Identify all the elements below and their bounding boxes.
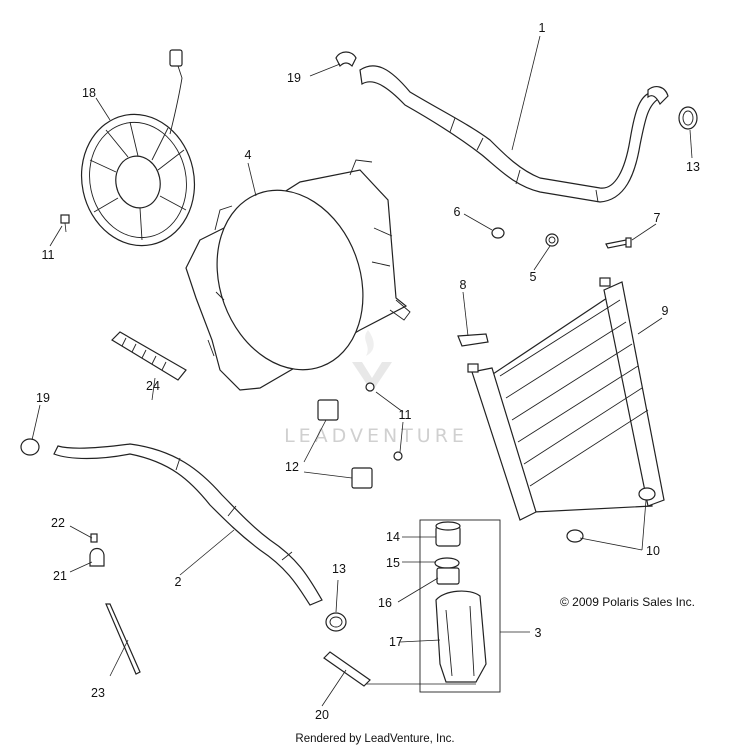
clip-21 (89, 547, 105, 567)
watermark-logo (352, 330, 392, 392)
callout-5: 5 (530, 270, 537, 284)
hose-clamp-top (647, 86, 698, 130)
reservoir-group-box (419, 519, 501, 693)
seal-15 (434, 557, 460, 569)
callout-18: 18 (82, 86, 96, 100)
grommet-6 (491, 227, 505, 239)
bolt-11-left (60, 214, 70, 233)
callout-3: 3 (535, 626, 542, 640)
screw-22 (90, 533, 98, 543)
bolt-7 (605, 237, 632, 249)
grommet-10 (566, 487, 656, 543)
callout-17: 17 (389, 635, 403, 649)
callout-11-left: 11 (42, 248, 55, 262)
reservoir-bottle-17 (435, 590, 487, 683)
cable-tie-23 (105, 603, 141, 675)
callout-9: 9 (662, 304, 669, 318)
fan-shroud (185, 159, 411, 391)
callout-20: 20 (315, 708, 329, 722)
mount-12 (317, 399, 373, 489)
callout-22: 22 (51, 516, 65, 530)
callout-11-right: 11 (399, 408, 412, 422)
hose-20 (323, 651, 371, 687)
callout-6: 6 (454, 205, 461, 219)
callout-14: 14 (386, 530, 400, 544)
callout-4: 4 (245, 148, 252, 162)
callout-15: 15 (386, 556, 400, 570)
cooling-fan (80, 49, 196, 247)
footer-credit: Rendered by LeadVenture, Inc. (295, 733, 454, 745)
watermark-text: LEADVENTURE (284, 425, 468, 447)
callout-24: 24 (146, 379, 160, 393)
lower-hose (53, 443, 323, 606)
hose-clamp-19-left (20, 438, 40, 456)
callout-13-top: 13 (686, 160, 700, 174)
callout-10: 10 (646, 544, 660, 558)
hose-clamp-13-lower (325, 612, 347, 632)
foam-tube (111, 331, 187, 381)
reservoir-cap-14 (435, 521, 461, 547)
callout-7: 7 (654, 211, 661, 225)
callout-19-left: 19 (36, 391, 50, 405)
callout-12: 12 (285, 460, 299, 474)
radiator (467, 277, 665, 521)
callout-16: 16 (378, 596, 392, 610)
nut-11 (365, 382, 403, 461)
callout-23: 23 (91, 686, 105, 700)
copyright-notice: © 2009 Polaris Sales Inc. (560, 595, 695, 609)
callout-1: 1 (539, 21, 546, 35)
hose-clamp-19-top (335, 51, 357, 68)
callout-8: 8 (460, 278, 467, 292)
callout-19-top: 19 (287, 71, 301, 85)
upper-hose (359, 65, 662, 203)
leader-lines (31, 35, 693, 707)
filter-16 (436, 567, 460, 585)
bracket-8 (457, 333, 489, 347)
grommet-5 (545, 233, 559, 247)
callout-21: 21 (53, 569, 67, 583)
callout-2: 2 (175, 575, 182, 589)
callout-13-lower: 13 (332, 562, 346, 576)
